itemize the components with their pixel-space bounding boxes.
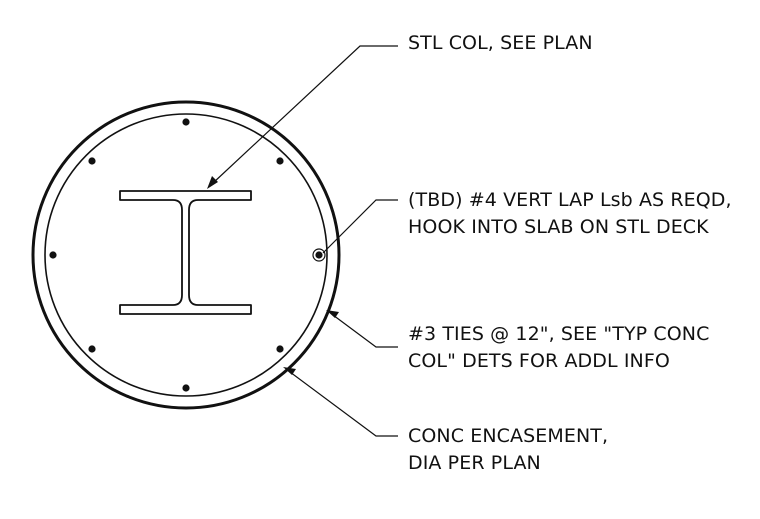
leader-ties <box>332 314 398 348</box>
rebar-dot <box>182 384 190 392</box>
note-line: COL" DETS FOR ADDL INFO <box>408 350 670 372</box>
arrowhead-steel-column <box>207 176 218 189</box>
note-line: DIA PER PLAN <box>408 452 541 474</box>
rebar-dot <box>88 345 96 353</box>
rebar-dot <box>49 251 57 259</box>
rebar-dot <box>276 345 284 353</box>
note-vertical-bars: (TBD) #4 VERT LAP Lsb AS REQD, HOOK INTO… <box>408 187 732 241</box>
leader-vertical-bars <box>322 199 398 254</box>
arrowhead-ties <box>326 310 339 318</box>
note-line: STL COL, SEE PLAN <box>408 32 593 54</box>
note-line: (TBD) #4 VERT LAP Lsb AS REQD, <box>408 189 732 211</box>
note-line: HOOK INTO SLAB ON STL DECK <box>408 216 709 238</box>
rebar-dot <box>315 251 323 259</box>
vertical-rebar-group <box>49 118 326 392</box>
arrowhead-encasement <box>283 367 296 375</box>
rebar-dot <box>88 157 96 165</box>
rebar-dot <box>182 118 190 126</box>
leader-encasement <box>289 371 398 437</box>
note-line: #3 TIES @ 12", SEE "TYP CONC <box>408 323 710 345</box>
note-steel-column: STL COL, SEE PLAN <box>408 30 593 57</box>
note-ties: #3 TIES @ 12", SEE "TYP CONC COL" DETS F… <box>408 321 709 375</box>
rebar-dot <box>276 157 284 165</box>
tie-outline <box>44 113 328 397</box>
note-encasement: CONC ENCASEMENT, DIA PER PLAN <box>408 423 608 477</box>
leader-steel-column <box>212 45 398 184</box>
concrete-encasement-outline <box>31 100 341 410</box>
called-out-rebar-ring <box>312 248 326 262</box>
steel-column-shape <box>119 190 252 315</box>
note-line: CONC ENCASEMENT, <box>408 425 609 447</box>
